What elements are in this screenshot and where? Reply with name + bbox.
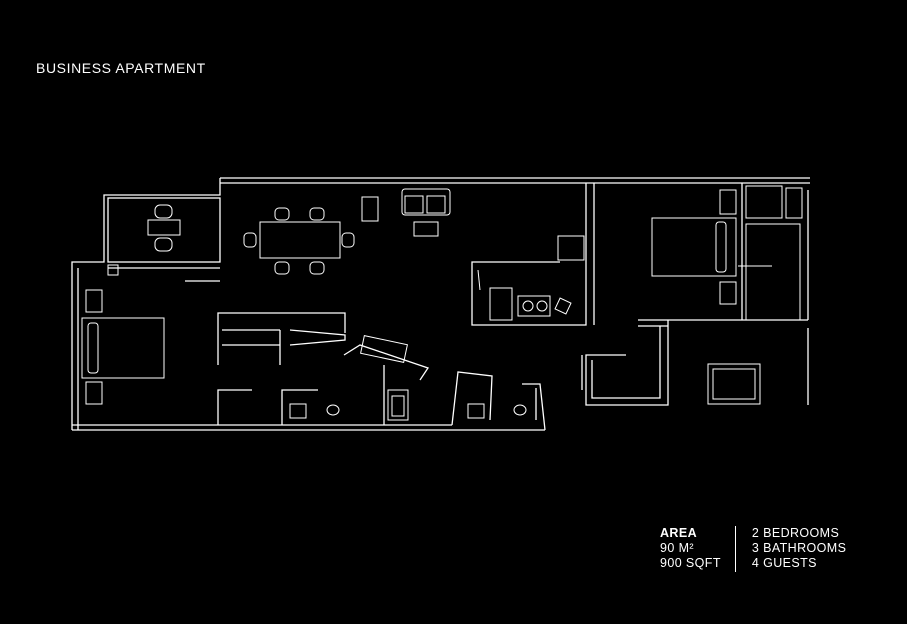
info-divider (734, 526, 736, 572)
balcony (107, 197, 221, 282)
area-column: AREA 90 M² 900 SQFT (660, 526, 735, 572)
outer-walls (71, 177, 810, 431)
page-title: BUSINESS APARTMENT (36, 60, 206, 76)
area-sqft: 900 SQFT (660, 556, 721, 570)
bathrooms-bottom (217, 335, 546, 431)
kitchen (471, 183, 587, 326)
bedroom-left (81, 289, 346, 405)
bedroom-right (593, 183, 803, 325)
apartment-info: AREA 90 M² 900 SQFT 2 BEDROOMS 3 BATHROO… (660, 526, 846, 572)
dining-area (243, 188, 451, 275)
bathrooms-count: 3 BATHROOMS (751, 541, 847, 555)
area-m2: 90 M² (660, 541, 694, 555)
lower-right-area (581, 319, 808, 406)
guests-count: 4 GUESTS (751, 556, 817, 570)
area-label: AREA (660, 526, 698, 540)
details-column: 2 BEDROOMS 3 BATHROOMS 4 GUESTS (736, 526, 846, 572)
bedrooms-count: 2 BEDROOMS (751, 526, 840, 540)
